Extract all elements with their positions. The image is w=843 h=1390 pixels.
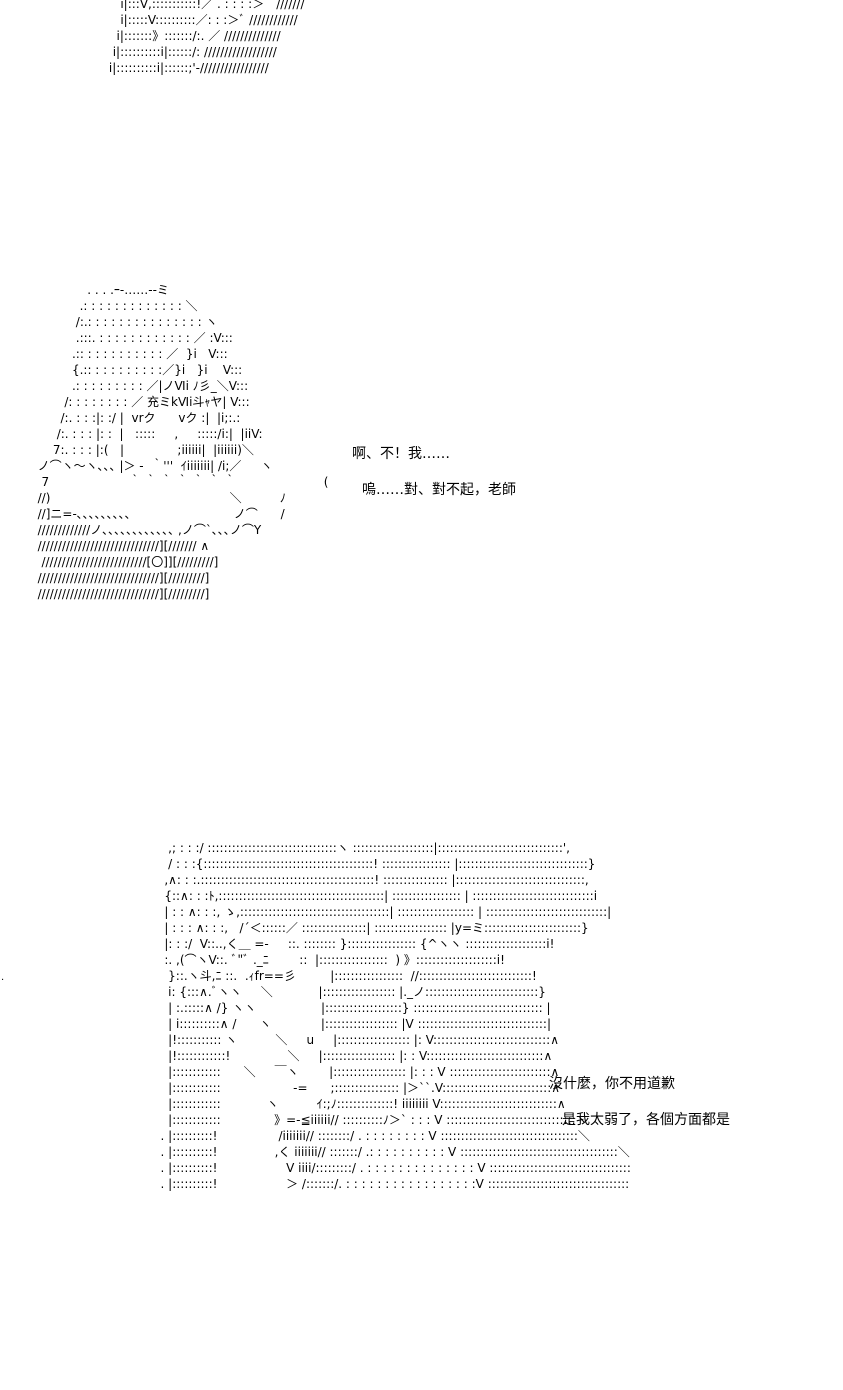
- ascii-art-middle-panel: . . . .ｰ-……‐-ミ .: : : : : : : : : : : : …: [37, 283, 329, 601]
- stray-mark: ·: [1, 975, 5, 986]
- ascii-art-top-panel: i|:::V,:::::::::::!／ . : : : :＞ /////// …: [108, 0, 305, 75]
- dialogue-line-1: 啊、不！我……: [352, 446, 450, 462]
- dialogue-line-2: 嗚……對、對不起，老師: [362, 482, 516, 498]
- dialogue-line-3: 沒什麼，你不用道歉: [549, 1076, 675, 1092]
- ascii-art-bottom-panel: ,; : : :/ ::::::::::::::::::::::::::::::…: [160, 841, 630, 1191]
- dialogue-line-4: 是我太弱了，各個方面都是: [562, 1112, 730, 1128]
